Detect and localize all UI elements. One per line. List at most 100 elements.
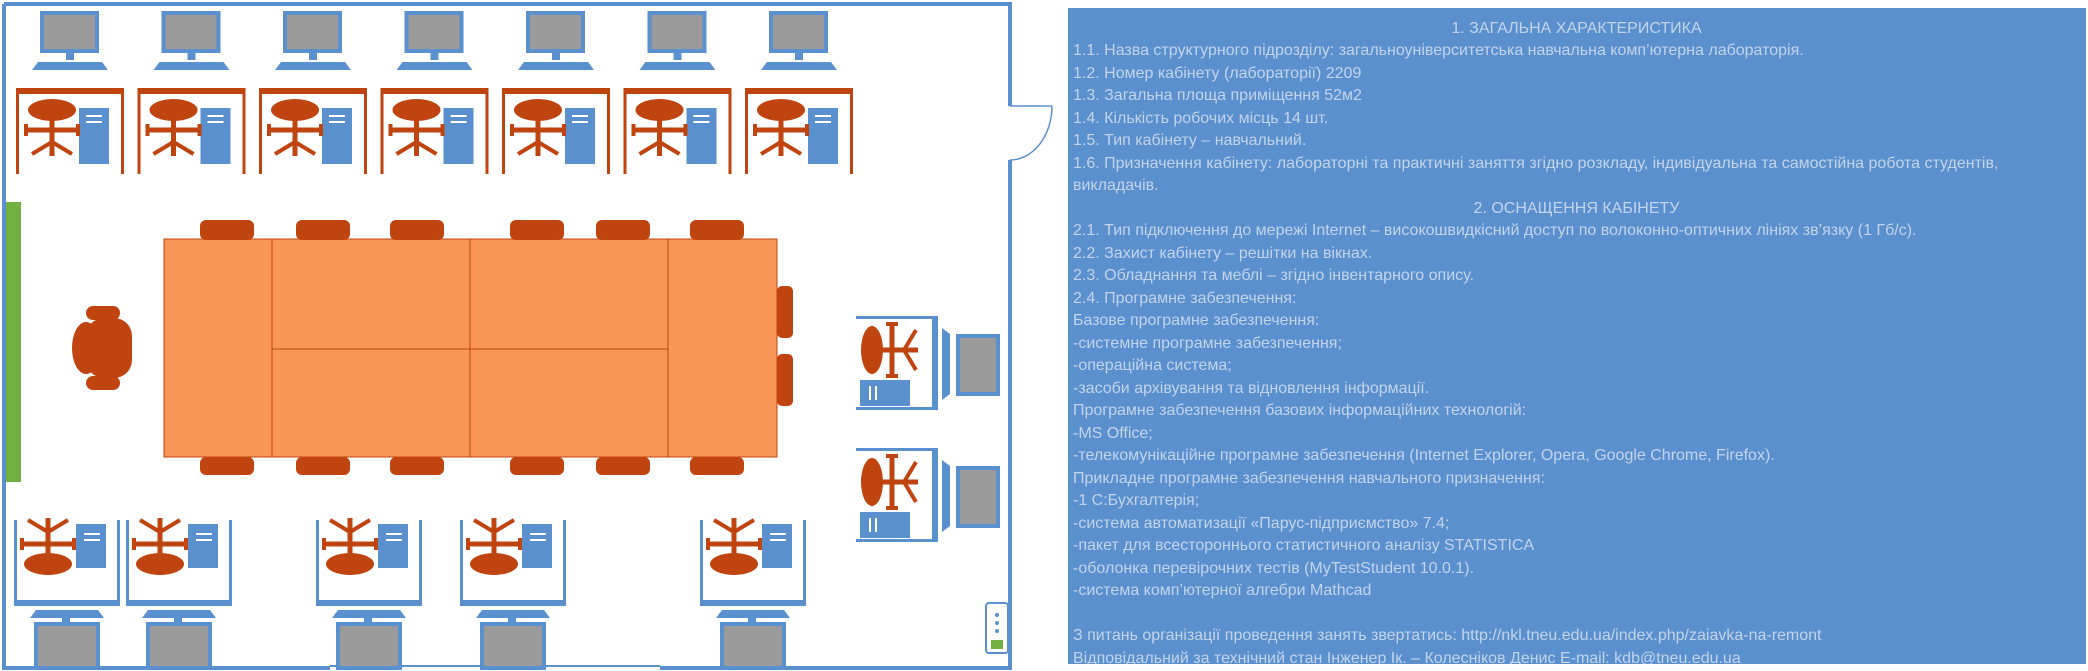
desk — [932, 316, 938, 410]
desk — [502, 88, 610, 94]
computer-workstation-icon — [700, 518, 806, 670]
monitor-icon — [526, 11, 585, 53]
keyboard-icon — [32, 62, 108, 70]
monitor-icon — [480, 622, 546, 670]
office-chair-icon — [390, 220, 444, 240]
computer-workstation-icon — [16, 11, 124, 174]
office-chair-icon — [596, 457, 650, 475]
system-unit-icon — [565, 108, 595, 164]
info-line: -система комп’ютерної алгебри Mathcad — [1073, 582, 1372, 599]
info-line: З питань організації проведення занять з… — [1073, 627, 1822, 644]
keyboard-icon — [716, 610, 790, 618]
computer-workstation-icon — [460, 518, 566, 670]
office-chair-icon — [861, 454, 918, 510]
system-unit-icon — [79, 108, 109, 164]
monitor-icon — [336, 622, 402, 670]
computer-workstation-icon — [856, 448, 1000, 542]
desk — [380, 88, 489, 94]
light-switch-icon — [985, 602, 1009, 654]
desk — [14, 600, 120, 606]
monitor-icon — [146, 622, 212, 670]
keyboard-icon — [332, 610, 406, 618]
system-unit-icon — [378, 524, 408, 568]
system-unit-icon — [200, 108, 231, 164]
info-line: -системне програмне забезпечення; — [1073, 335, 1342, 352]
office-chair-icon — [777, 354, 793, 406]
office-chair-icon — [200, 220, 254, 240]
office-chair-icon — [510, 457, 564, 475]
office-chair-icon — [296, 457, 350, 475]
system-unit-icon — [522, 524, 552, 568]
keyboard-icon — [153, 62, 230, 70]
computer-workstation-icon — [14, 518, 120, 670]
info-line: -оболонка перевірочних тестів (MyTestStu… — [1073, 560, 1475, 577]
monitor-icon — [161, 11, 221, 53]
system-unit-icon — [808, 108, 838, 164]
office-chair-icon — [132, 518, 188, 575]
office-chair-icon — [322, 518, 378, 575]
info-line: 1.4. Кількість робочих місць 14 шт. — [1073, 110, 1329, 127]
desk — [745, 88, 853, 94]
office-chair-icon — [267, 99, 323, 156]
wall-left — [2, 4, 330, 670]
monitor-icon — [34, 622, 100, 670]
desk — [316, 600, 422, 606]
system-unit-icon — [76, 524, 106, 568]
info-line: 2.2. Захист кабінету – решітки на вікнах… — [1073, 245, 1373, 262]
monitor-icon — [956, 334, 1000, 396]
office-chair-icon — [690, 220, 744, 240]
info-line: 1.2. Номер кабінету (лабораторії) 2209 — [1073, 65, 1362, 82]
office-chair-icon — [861, 322, 918, 378]
computer-workstation-icon — [856, 316, 1000, 410]
computer-workstation-icon — [126, 518, 232, 670]
monitor-icon — [769, 11, 828, 53]
system-unit-icon — [322, 108, 352, 164]
desk — [932, 448, 938, 542]
computer-workstation-icon — [380, 11, 489, 174]
keyboard-icon — [396, 62, 473, 70]
office-chair-icon — [706, 518, 762, 575]
monitor-icon — [647, 11, 707, 53]
office-chair-icon — [596, 220, 650, 240]
info-line: -1 С:Бухгалтерія; — [1073, 492, 1200, 509]
door-swing-icon — [1009, 105, 1053, 161]
monitor-icon — [404, 11, 464, 53]
info-line: -пакет для всестороннього статистичного … — [1073, 537, 1535, 554]
table-block — [469, 348, 669, 458]
computer-workstation-icon — [137, 11, 246, 174]
office-chair-icon — [296, 220, 350, 240]
monitor-icon — [720, 622, 786, 670]
office-chair-icon — [388, 99, 445, 156]
office-chair-icon — [200, 457, 254, 475]
desk — [623, 88, 732, 94]
keyboard-icon — [275, 62, 351, 70]
whiteboard-icon — [6, 202, 21, 482]
info-line: 2. ОСНАЩЕННЯ КАБІНЕТУ — [1473, 200, 1680, 217]
teacher-armchair-icon — [72, 306, 132, 390]
keyboard-icon — [518, 62, 594, 70]
info-line: -телекомунікаційне програмне забезпеченн… — [1073, 447, 1775, 464]
office-chair-icon — [390, 457, 444, 475]
system-unit-icon — [686, 108, 717, 164]
info-line: 2.4. Програмне забезпечення: — [1073, 290, 1297, 307]
office-chair-icon — [690, 457, 744, 475]
system-unit-icon — [762, 524, 792, 568]
info-line: -MS Office; — [1073, 425, 1153, 442]
keyboard-icon — [476, 610, 550, 618]
info-line: -операційна система; — [1073, 357, 1232, 374]
desk — [700, 600, 806, 606]
monitor-icon — [40, 11, 99, 53]
conference-table — [163, 220, 793, 475]
office-chair-icon — [145, 99, 202, 156]
info-line: 1.6. Призначення кабінету: лабораторні т… — [1073, 155, 1999, 194]
info-line: Прикладне програмне забезпечення навчаль… — [1073, 470, 1545, 487]
office-chair-icon — [777, 286, 793, 338]
office-chair-icon — [510, 220, 564, 240]
info-line: Відповідальний за технічний стан Інженер… — [1073, 650, 1741, 664]
info-line: Базове програмне забезпечення: — [1073, 312, 1320, 329]
desk — [126, 600, 232, 606]
table-block — [469, 238, 669, 350]
info-line: 2.1. Тип підключення до мережі Internet … — [1073, 222, 1917, 239]
floor-plan — [2, 2, 1053, 670]
computer-workstation-icon — [316, 518, 422, 670]
